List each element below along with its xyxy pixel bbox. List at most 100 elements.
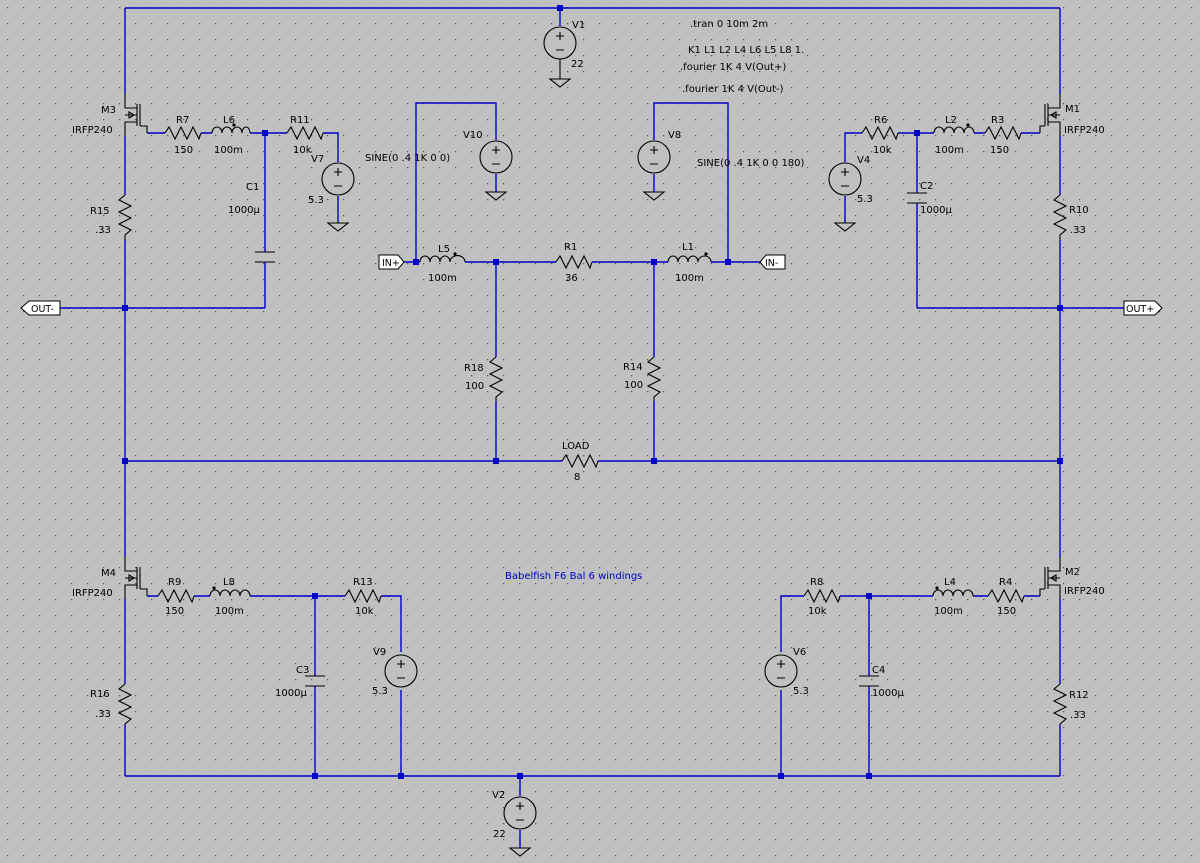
v2-ref: V2 [492, 790, 505, 801]
v10-value: SINE(0 .4 1K 0 0) [365, 153, 450, 164]
resistors[interactable] [117, 125, 1068, 725]
m4-mosfet[interactable] [124, 557, 148, 599]
spice-directive-coupling[interactable]: K1 L1 L2 L4 L6 L5 L8 1. [688, 45, 804, 56]
r12-value: .33 [1070, 710, 1086, 721]
port-out-plus-label: OUT+ [1126, 304, 1154, 315]
l1-value: 100m [675, 273, 704, 284]
l6-value: 100m [214, 145, 243, 156]
m1-mosfet[interactable] [1039, 94, 1061, 136]
c1-value: 1000µ [228, 205, 260, 216]
l6-ref: L6 [223, 115, 235, 126]
r14-value: 100 [624, 380, 643, 391]
l4-value: 100m [934, 606, 963, 617]
r4-value: 150 [997, 606, 1016, 617]
v4-source[interactable] [828, 162, 862, 196]
v9-source[interactable] [384, 654, 418, 688]
r15-value: .33 [95, 225, 111, 236]
r8-value: 10k [808, 606, 827, 617]
load-ref: LOAD [562, 441, 590, 452]
c3-value: 1000µ [275, 688, 307, 699]
r8-ref: R8 [810, 577, 823, 588]
junction-dots [122, 5, 1063, 779]
c2-ref: C2 [920, 181, 933, 192]
port-out-plus[interactable]: OUT+ [1123, 300, 1163, 316]
r18-ref: R18 [464, 363, 484, 374]
r3-ref: R3 [991, 115, 1004, 126]
r16-value: .33 [95, 709, 111, 720]
port-in-minus-label: IN- [765, 258, 778, 269]
l5-ref: L5 [438, 244, 450, 255]
spice-directive-tran[interactable]: .tran 0 10m 2m [690, 19, 768, 30]
v1-value: 22 [571, 59, 584, 70]
port-out-minus[interactable]: OUT- [20, 300, 61, 316]
r9-value: 150 [165, 606, 184, 617]
r13-value: 10k [355, 606, 374, 617]
v10-ref: V10 [463, 130, 483, 141]
r6-ref: R6 [874, 115, 887, 126]
port-in-plus[interactable]: IN+ [378, 254, 405, 270]
v8-source[interactable] [637, 140, 671, 174]
port-in-minus[interactable]: IN- [759, 254, 786, 270]
r6-value: 10k [873, 145, 892, 156]
c1-ref: C1 [246, 182, 259, 193]
r14-ref: R14 [623, 362, 643, 373]
port-out-minus-label: OUT- [31, 304, 54, 315]
v6-value: 5.3 [793, 686, 809, 697]
l8-value: 100m [215, 606, 244, 617]
r12-ref: R12 [1069, 690, 1089, 701]
c4-ref: C4 [872, 665, 885, 676]
component-labels: V1 22 V2 22 V4 5.3 V6 5.3 V7 5.3 V9 5.3 … [72, 20, 1105, 840]
spice-directive-fourier-out-plus[interactable]: .fourier 1K 4 V(Out+) [680, 62, 786, 73]
v6-ref: V6 [793, 647, 806, 658]
v8-value: SINE(0 .4 1K 0 0 180) [697, 158, 805, 169]
r7-ref: R7 [176, 115, 189, 126]
r1-value: 36 [565, 273, 578, 284]
m2-mosfet[interactable] [1039, 557, 1061, 599]
m3-mosfet[interactable] [124, 94, 148, 136]
r7-value: 150 [174, 145, 193, 156]
c2-value: 1000µ [920, 205, 952, 216]
r10-ref: R10 [1069, 205, 1089, 216]
capacitors[interactable] [255, 192, 927, 687]
m1-value: IRFP240 [1064, 125, 1105, 136]
spice-directive-fourier-out-minus[interactable]: .fourier 1K 4 V(Out-) [682, 84, 784, 95]
port-in-plus-label: IN+ [382, 258, 400, 269]
v7-source[interactable] [321, 162, 355, 196]
l4-ref: L4 [944, 577, 956, 588]
v1-source[interactable] [543, 26, 577, 79]
v7-value: 5.3 [308, 195, 324, 206]
m4-value: IRFP240 [72, 588, 113, 599]
r3-value: 150 [990, 145, 1009, 156]
v7-ref: V7 [311, 154, 324, 165]
r16-ref: R16 [90, 689, 110, 700]
r15-ref: R15 [90, 206, 110, 217]
l1-ref: L1 [682, 242, 694, 253]
l8-ref: L8 [223, 577, 235, 588]
schematic-title[interactable]: Babelfish F6 Bal 6 windings [505, 571, 642, 582]
c3-ref: C3 [296, 665, 309, 676]
l2-value: 100m [935, 145, 964, 156]
inductors[interactable] [209, 123, 975, 597]
r10-value: .33 [1070, 225, 1086, 236]
v10-source[interactable] [479, 140, 513, 174]
r4-ref: R4 [999, 577, 1012, 588]
v2-value: 22 [493, 829, 506, 840]
v2-source[interactable] [503, 796, 537, 830]
r9-ref: R9 [168, 577, 181, 588]
v4-ref: V4 [857, 155, 870, 166]
v4-value: 5.3 [857, 194, 873, 205]
v9-value: 5.3 [372, 686, 388, 697]
m4-ref: M4 [101, 568, 116, 579]
l5-value: 100m [428, 273, 457, 284]
r13-ref: R13 [353, 577, 373, 588]
v8-ref: V8 [668, 130, 681, 141]
l2-ref: L2 [945, 115, 957, 126]
c4-value: 1000µ [872, 688, 904, 699]
r1-ref: R1 [564, 242, 577, 253]
load-value: 8 [574, 472, 580, 483]
r11-value: 10k [293, 145, 312, 156]
v6-source[interactable] [764, 654, 798, 688]
m1-ref: M1 [1065, 104, 1080, 115]
